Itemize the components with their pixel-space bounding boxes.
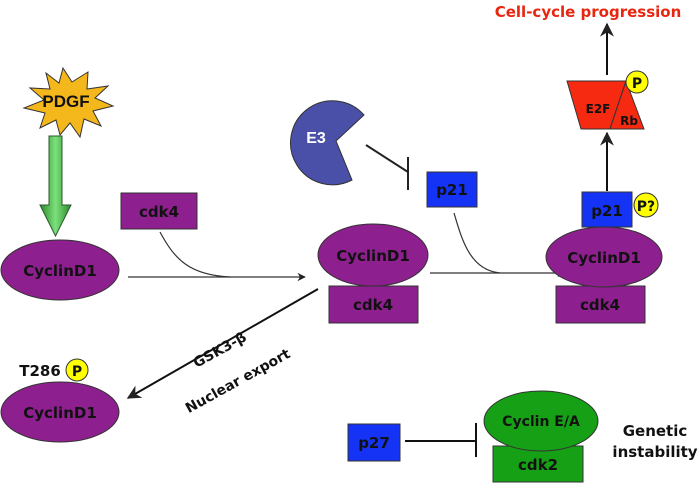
p21-merge-curve	[453, 212, 501, 274]
e2f-rb-complex: E2F Rb P	[566, 70, 649, 130]
rb-phospho-label: P	[632, 76, 642, 92]
p27-node: p27	[347, 423, 401, 462]
pdgf-starburst: PDGF	[22, 66, 115, 139]
e2f-label: E2F	[586, 102, 611, 116]
pdgf-label: PDGF	[42, 92, 89, 111]
p21-free-label: p21	[436, 181, 468, 199]
genetic-instability-line2: instability	[612, 443, 697, 461]
gsk3b-label: GSK3-β	[191, 329, 249, 371]
p21-cyclinD1-cdk4-complex: cdk4 p21 CyclinD1 P?	[545, 191, 663, 324]
rb-label: Rb	[620, 114, 638, 128]
p27-label: p27	[358, 434, 390, 452]
e3-label: E3	[306, 130, 326, 147]
cell-cycle-progression-title: Cell-cycle progression	[495, 3, 682, 21]
t286-phospho-label: P	[72, 364, 82, 380]
cyclinD1-mid-label: CyclinD1	[336, 247, 410, 265]
nuclear-export-arrow	[126, 288, 319, 399]
p21-phospho-badge	[633, 192, 659, 218]
cyclinEA-cdk2-complex: cdk2 Cyclin E/A	[483, 390, 599, 483]
cyclinD1-right-label: CyclinD1	[567, 249, 641, 267]
cyclinD1-export-label: CyclinD1	[23, 404, 97, 422]
cdk2-label: cdk2	[518, 456, 558, 474]
p21-bound-label: p21	[591, 202, 623, 220]
cdk4-right-label: cdk4	[580, 296, 620, 314]
cyclinEA-label: Cyclin E/A	[502, 414, 580, 430]
genetic-instability-line1: Genetic	[623, 422, 688, 440]
t286-label: T286	[19, 362, 61, 380]
t286-phospho-badge	[65, 358, 89, 382]
cyclinD1-left-label: CyclinD1	[23, 262, 97, 280]
p21-phospho-label: P?	[637, 199, 655, 215]
stimulation-arrow	[39, 135, 72, 238]
rb-phospho-badge	[625, 70, 649, 94]
cdk4-mid-label: cdk4	[353, 296, 393, 314]
cdk4-merge-curve	[159, 231, 231, 278]
cyclinD1-phospho-node: CyclinD1 T286 P	[0, 358, 120, 443]
e3-inhibition-line	[365, 144, 409, 173]
cyclinD1-cdk4-complex-mid: cdk4 CyclinD1	[317, 223, 429, 324]
e3-ligase-node: E3	[290, 100, 365, 186]
cdk4-free-label: cdk4	[139, 203, 179, 221]
p21-free-node: p21	[426, 171, 478, 208]
cdk4-free-node: cdk4	[120, 192, 198, 230]
cyclinD1-left-node: CyclinD1	[0, 239, 120, 301]
